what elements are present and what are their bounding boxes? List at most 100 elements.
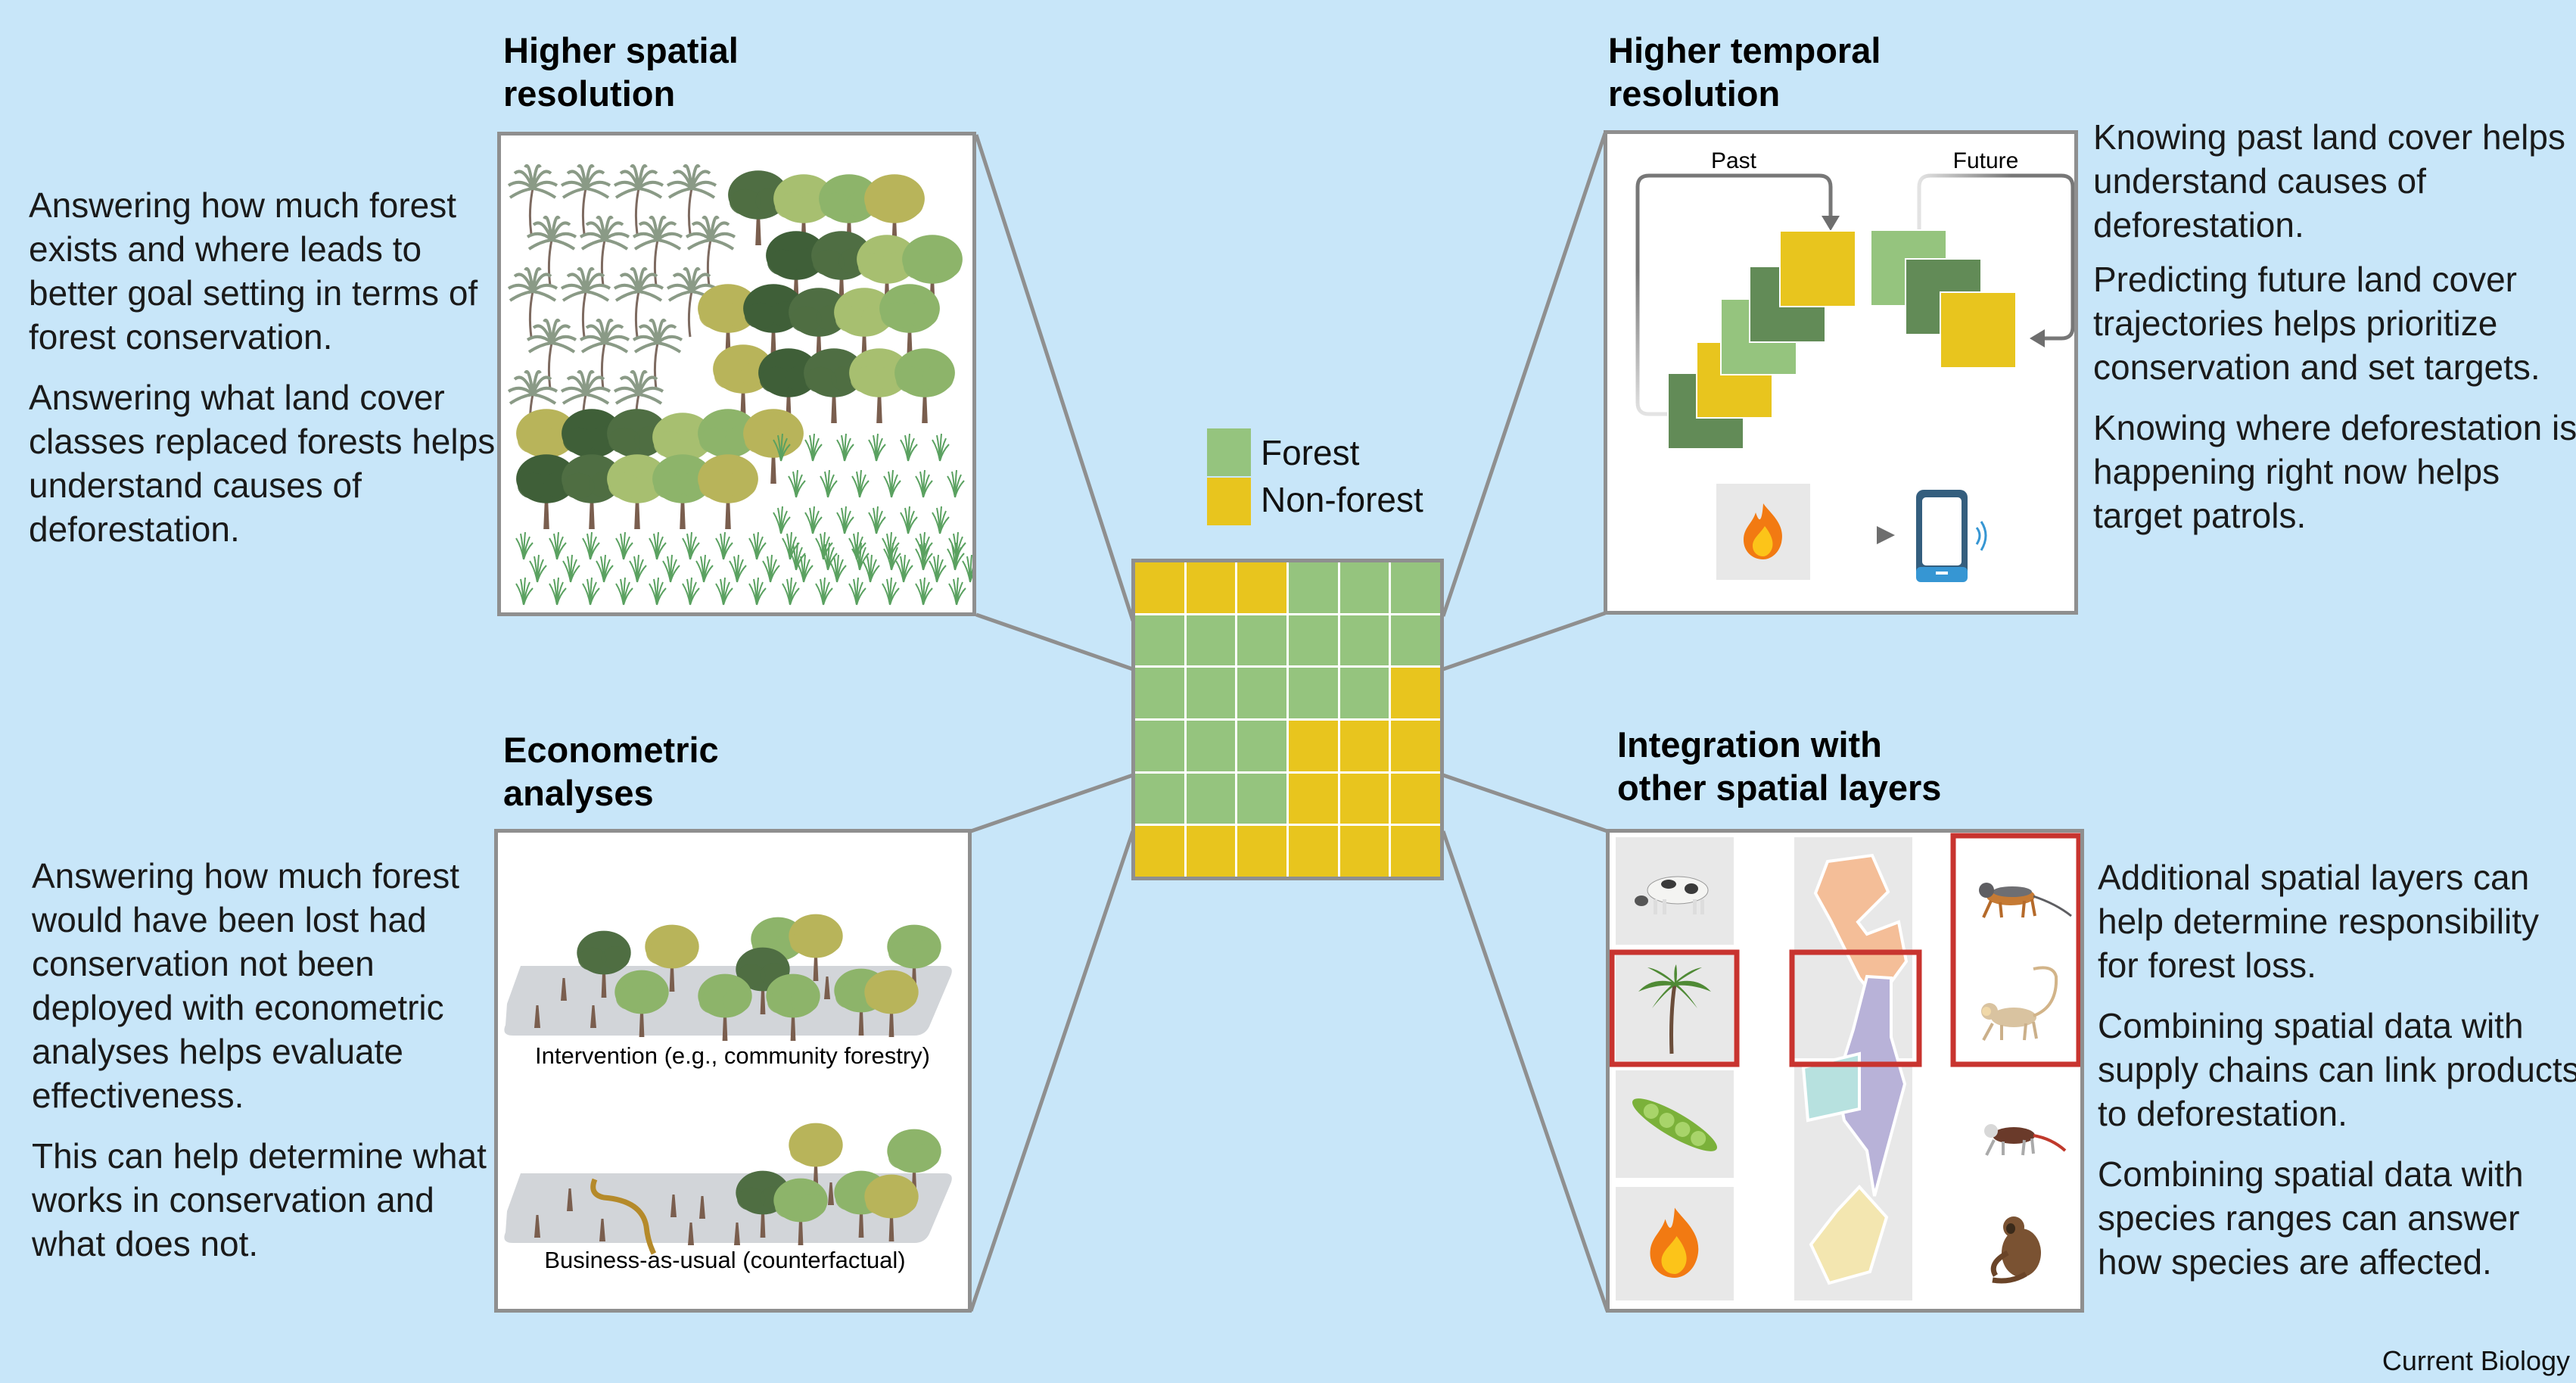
temporal-illustration-panel: Past Future xyxy=(1604,130,2078,615)
future-arrowhead xyxy=(2030,329,2045,347)
future-label: Future xyxy=(1953,148,2019,173)
integration-heading-line2: other spatial layers xyxy=(1617,768,1942,808)
grid-cell-forest xyxy=(1135,773,1184,824)
econometric-text: Answering how much forest would have bee… xyxy=(32,854,501,1282)
crop-plant-icon xyxy=(773,433,791,462)
highlight-parcel xyxy=(1789,949,1922,1067)
spatial-heading: Higher spatial resolution xyxy=(503,29,739,115)
crop-plant-icon xyxy=(804,506,823,534)
crop-plant-icon xyxy=(815,531,833,560)
integration-heading: Integration with other spatial layers xyxy=(1617,723,1941,809)
crop-plant-icon xyxy=(795,554,814,583)
tree-icon xyxy=(834,288,894,363)
crop-plant-icon xyxy=(868,433,886,462)
crop-plant-icon xyxy=(895,554,913,583)
tree-icon xyxy=(789,914,843,981)
connector-spatial-bottom xyxy=(975,612,1134,671)
grid-cell-nonforest xyxy=(1135,562,1184,613)
crop-plant-icon xyxy=(851,542,870,571)
mixed-forest-icon xyxy=(516,170,963,529)
crop-plant-icon xyxy=(820,469,838,498)
palm-tree-icon xyxy=(560,164,611,235)
crop-plant-icon xyxy=(762,554,780,583)
tree-icon xyxy=(698,454,758,529)
parcel-teal xyxy=(1801,1051,1861,1123)
crop-plant-icon xyxy=(788,542,806,571)
land-cover-grid xyxy=(1131,559,1444,880)
crop-plant-icon xyxy=(788,469,806,498)
cattle-icon xyxy=(1635,876,1709,914)
grid-cell-nonforest xyxy=(1288,720,1338,771)
stump-icon xyxy=(828,1182,834,1205)
crop-plant-icon xyxy=(882,577,900,606)
stump-icon xyxy=(561,978,567,1001)
palm-tree-icon xyxy=(613,267,664,338)
crop-plant-icon xyxy=(932,506,950,534)
crop-plant-icon xyxy=(715,577,733,606)
crop-plant-icon xyxy=(782,531,800,560)
crop-plant-icon xyxy=(748,577,767,606)
grid-cell-nonforest xyxy=(1339,773,1389,824)
spatial-heading-line1: Higher spatial xyxy=(503,30,739,70)
crop-plant-icon xyxy=(948,577,966,606)
grid-cell-nonforest xyxy=(1135,826,1184,877)
econometric-paragraph: This can help determine what works in co… xyxy=(32,1136,487,1263)
grid-cell-nonforest xyxy=(1288,773,1338,824)
spatial-paragraph: Answering how much forest exists and whe… xyxy=(29,185,478,357)
tree-icon xyxy=(864,1174,919,1241)
parcel-yellow xyxy=(1809,1185,1889,1285)
tree-icon xyxy=(879,284,940,359)
legend-label-nonforest: Non-forest xyxy=(1261,480,1423,519)
legend-swatch-forest xyxy=(1207,428,1251,476)
spatial-paragraph: Answering what land cover classes replac… xyxy=(29,378,496,549)
crop-plant-icon xyxy=(929,554,947,583)
palm-tree-icon xyxy=(507,164,558,235)
past-arrowhead xyxy=(1822,216,1840,231)
fire-icon xyxy=(1650,1207,1699,1278)
tree-icon xyxy=(713,344,773,419)
crop-plant-icon xyxy=(804,433,823,462)
crop-plant-icon xyxy=(883,469,901,498)
spatial-heading-line2: resolution xyxy=(503,73,676,114)
grid-cell-forest xyxy=(1186,720,1236,771)
crop-plant-icon xyxy=(549,577,567,606)
stump-icon xyxy=(534,1215,540,1238)
highlight-boxes xyxy=(1610,833,2080,1067)
crop-plant-icon xyxy=(947,469,965,498)
grid-cell-forest xyxy=(1186,668,1236,718)
grid-cell-forest xyxy=(1339,562,1389,613)
crop-plant-icon xyxy=(649,531,667,560)
crop-plant-icon xyxy=(948,531,966,560)
monkey-1-icon xyxy=(1979,883,2072,918)
palm-tree-icon xyxy=(526,216,577,286)
econometric-heading: Econometric analyses xyxy=(503,728,719,815)
grid-cell-forest xyxy=(1237,668,1286,718)
stump-icon xyxy=(824,977,830,999)
grid-cell-nonforest xyxy=(1391,668,1440,718)
crop-plant-icon xyxy=(900,433,918,462)
crop-plant-icon xyxy=(615,577,633,606)
connector-econ-top xyxy=(970,773,1134,833)
tree-icon xyxy=(698,284,758,359)
crop-plant-icon xyxy=(932,433,950,462)
crop-plant-icon xyxy=(596,554,614,583)
legend-label-forest: Forest xyxy=(1261,433,1360,472)
ape-icon xyxy=(1990,1216,2041,1284)
crop-field-icon xyxy=(515,433,972,606)
grid-cell-forest xyxy=(1135,668,1184,718)
grid-cell-nonforest xyxy=(1186,562,1236,613)
monkey-3-icon xyxy=(1984,1124,2067,1156)
parcel-orange xyxy=(1813,853,1909,1004)
grid-cell-forest xyxy=(1339,668,1389,718)
grid-cell-forest xyxy=(1237,615,1286,666)
grid-cell-nonforest xyxy=(1339,826,1389,877)
crop-plant-icon xyxy=(915,531,933,560)
temporal-heading-line2: resolution xyxy=(1608,73,1781,114)
grid-cell-nonforest xyxy=(1391,720,1440,771)
grid-cell-nonforest xyxy=(1237,562,1286,613)
crop-plant-icon xyxy=(562,554,580,583)
grid-cell-forest xyxy=(1186,773,1236,824)
counterfactual-illustration: Intervention (e.g., community forestry) … xyxy=(504,914,952,1273)
stump-icon xyxy=(534,1005,540,1028)
